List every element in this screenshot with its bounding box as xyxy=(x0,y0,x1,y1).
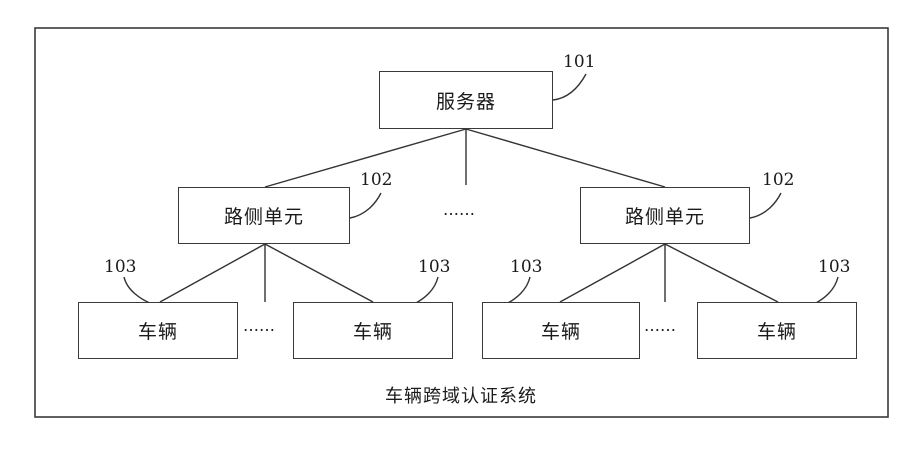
edge-rsu-right-vehicle-3 xyxy=(560,244,665,302)
edge-rsu-left-vehicle-1 xyxy=(160,244,265,302)
system-caption: 车辆跨域认证系统 xyxy=(385,382,537,408)
rsu-right-box: 路侧单元 xyxy=(580,187,750,244)
leader-101 xyxy=(553,74,586,100)
vehicle-3-box: 车辆 xyxy=(482,302,640,359)
vehicle-4-label: 车辆 xyxy=(757,317,797,344)
leader-102-right xyxy=(750,193,781,218)
leader-103-v3 xyxy=(506,277,530,304)
edge-rsu-left-vehicle-2 xyxy=(265,244,373,302)
edge-rsu-right-vehicle-4 xyxy=(665,244,778,302)
vehicle-4-ref: 103 xyxy=(818,257,850,277)
vehicle-row-left-ellipsis: …… xyxy=(243,316,275,335)
rsu-left-label: 路侧单元 xyxy=(224,202,304,229)
rsu-row-ellipsis: …… xyxy=(443,200,475,219)
rsu-right-label: 路侧单元 xyxy=(625,202,705,229)
leader-103-v4 xyxy=(814,277,838,304)
vehicle-row-right-ellipsis: …… xyxy=(644,316,676,335)
server-box: 服务器 xyxy=(379,71,553,129)
vehicle-1-box: 车辆 xyxy=(78,302,238,359)
rsu-right-ref: 102 xyxy=(762,170,794,190)
server-label: 服务器 xyxy=(436,87,496,114)
vehicle-2-label: 车辆 xyxy=(353,317,393,344)
vehicle-3-ref: 103 xyxy=(510,257,542,277)
vehicle-3-label: 车辆 xyxy=(541,317,581,344)
leader-103-v1 xyxy=(124,277,152,304)
rsu-left-ref: 102 xyxy=(360,170,392,190)
vehicle-1-ref: 103 xyxy=(104,257,136,277)
vehicle-2-box: 车辆 xyxy=(293,302,453,359)
server-ref: 101 xyxy=(563,52,595,72)
edge-server-rsu-right xyxy=(466,129,665,187)
vehicle-2-ref: 103 xyxy=(418,257,450,277)
vehicle-4-box: 车辆 xyxy=(697,302,857,359)
leader-102-left xyxy=(350,193,381,218)
rsu-left-box: 路侧单元 xyxy=(178,187,350,244)
leader-103-v2 xyxy=(414,277,438,304)
vehicle-1-label: 车辆 xyxy=(138,317,178,344)
